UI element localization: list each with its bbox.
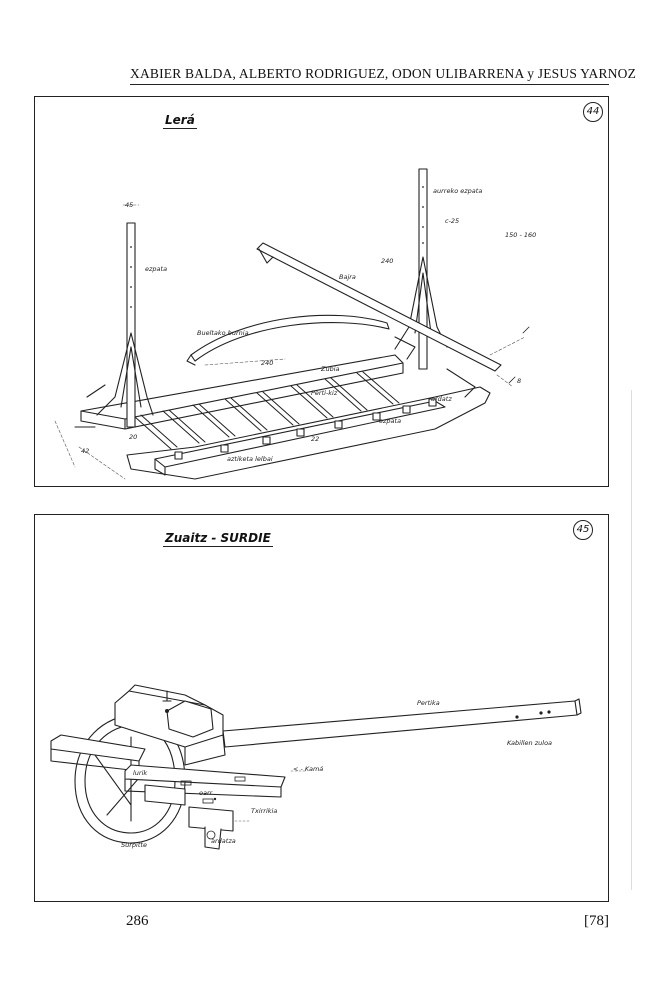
bracket-number: [78] (584, 913, 609, 929)
label-ardatz: ardatz (431, 395, 452, 403)
page-edge (631, 390, 632, 890)
label-dim-240b: 240 (261, 359, 274, 367)
label-ezpata: ezpata (145, 265, 168, 273)
page-number: 286 (126, 913, 149, 929)
label-aurreko-ezpata: aurreko ezpata (433, 187, 483, 195)
running-header: XABIER BALDA, ALBERTO RODRIGUEZ, ODON UL… (130, 66, 637, 81)
figure-44-title: Lerá (163, 113, 197, 129)
plough-drawing (50, 684, 582, 850)
label-aztiketa: aztiketa lelbai (227, 455, 273, 463)
label-dim-8: 8 (517, 377, 522, 385)
label-ezpata-2: ezpata (379, 417, 402, 425)
figure-44-number: 44 (583, 102, 603, 122)
figure-45-number: 45 (573, 520, 593, 540)
label-dim-c25: c-25 (445, 217, 460, 225)
label-ardatza: ardatza (211, 837, 236, 845)
label-zubia: Zubia (321, 365, 340, 373)
label-txirrikia: Txirrikia (251, 807, 278, 815)
label-dim-45: 45 (125, 201, 134, 209)
label-kabillen-zuloa: Kabillen zuloa (507, 739, 553, 747)
figure-44-panel: 44 Lerá 45 ezpata aurreko ezpata c-25 15… (34, 96, 609, 487)
label-perti: Perti-kiz (311, 389, 338, 397)
label-oarr: oarr (199, 789, 213, 797)
label-dim-22: 22 (311, 435, 320, 443)
label-dim-42: 42 (81, 447, 90, 455)
label-pertika: Pertika (417, 699, 440, 707)
label-dim-150: 150 - 160 (505, 231, 537, 239)
header-rule (130, 84, 609, 85)
label-kamaa: < - Kamá (293, 765, 324, 773)
label-baira: Bajra (339, 273, 356, 281)
figure-45-panel: 45 Zuaitz - SURDIE Pertika Kabillen zulo… (34, 514, 609, 902)
sledge-drawing (54, 168, 530, 480)
label-dim-20: 20 (129, 433, 138, 441)
label-dim-240: 240 (381, 257, 394, 265)
figure-45-title: Zuaitz - SURDIE (163, 531, 273, 547)
label-bueltako-burnia: Bueltako burnia (197, 329, 249, 337)
label-surpitte: Surpitte (121, 841, 147, 849)
label-lurik: lurik (133, 769, 148, 777)
